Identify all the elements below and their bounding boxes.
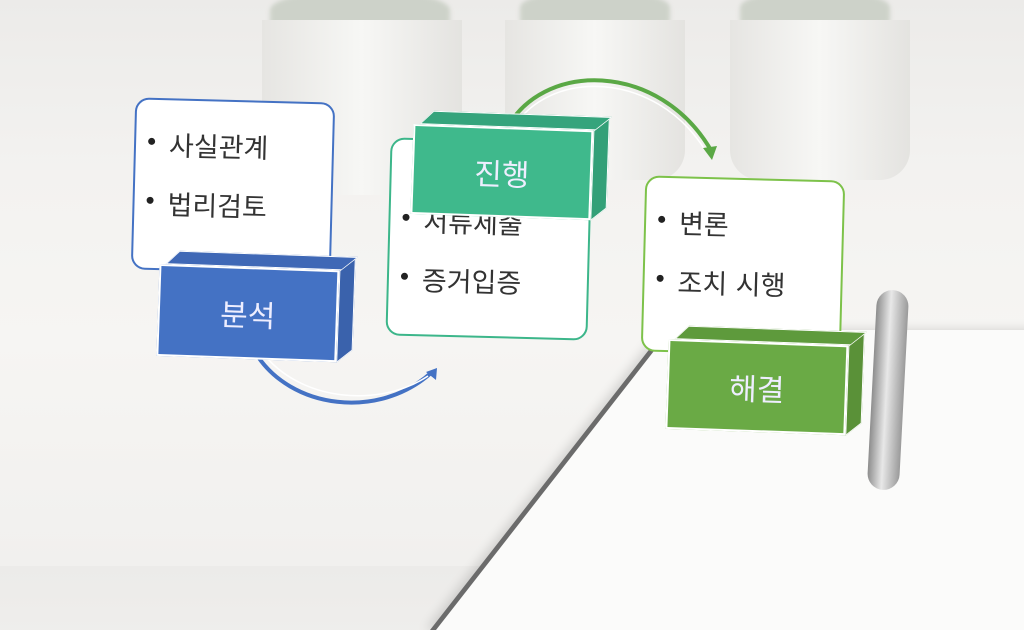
bullet-text: 법리검토 [167, 190, 268, 224]
bullet-item: 조치 시행 [656, 261, 841, 305]
bullet-text: 증거입증 [421, 266, 522, 300]
stage-title: 해결 [665, 338, 849, 436]
bullet-item: 법리검토 [146, 183, 331, 227]
arrow-progress-to-resolution [503, 78, 714, 153]
bullet-item: 증거입증 [400, 259, 587, 303]
bullet-item: 사실관계 [148, 124, 333, 168]
stage-title: 분석 [156, 263, 340, 363]
bullet-text: 사실관계 [168, 131, 269, 165]
bullet-item: 변론 [658, 202, 843, 246]
arrows [253, 78, 717, 405]
bullet-text: 변론 [678, 209, 730, 242]
stage-title: 진행 [410, 123, 594, 221]
bullet-text: 조치 시행 [677, 268, 786, 303]
card-analysis: 사실관계 법리검토 [130, 97, 336, 275]
arrow-analysis-to-progress [253, 350, 434, 405]
